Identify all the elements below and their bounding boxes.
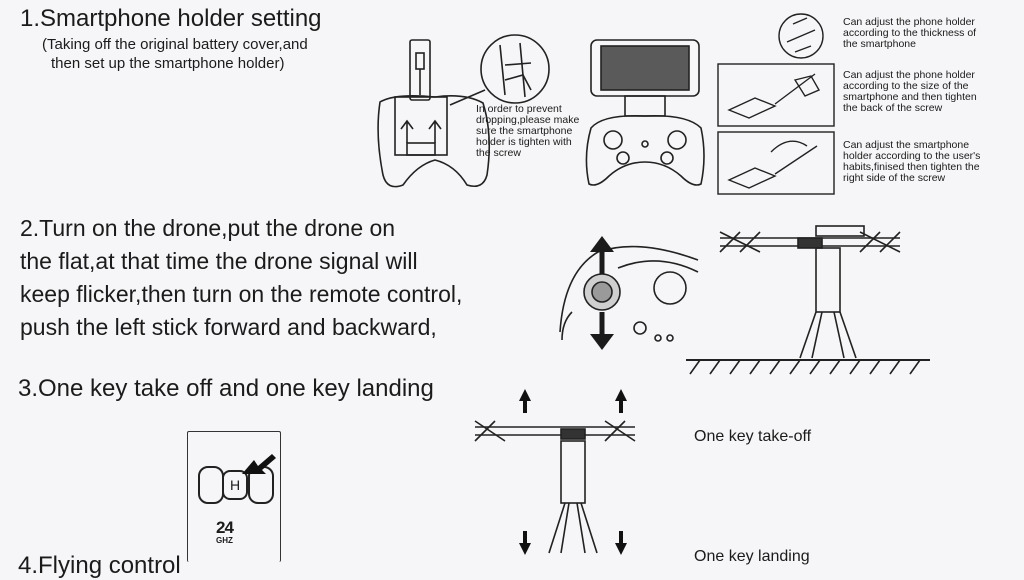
band-unit: GHZ — [216, 536, 233, 545]
section2-line: push the left stick forward and backward… — [20, 314, 437, 340]
section1-subtitle-line1: (Taking off the original battery cover,a… — [42, 36, 308, 53]
callout-line: holder is tighten with — [476, 136, 572, 148]
section1-subtitle-line2: then set up the smartphone holder) — [51, 55, 285, 72]
holder-note-line: according to the size of the — [843, 80, 969, 92]
holder-note-line: smartphone and then tighten — [843, 91, 977, 103]
section2-line: 2.Turn on the drone,put the drone on — [20, 215, 396, 241]
holder-note-line: according to the thickness of — [843, 27, 977, 39]
band-number: 24 — [216, 518, 234, 537]
holder-note-2: Can adjust the phone holder according to… — [843, 70, 977, 114]
callout-line: the screw — [476, 147, 521, 159]
holder-note-line: Can adjust the phone holder — [843, 69, 975, 81]
holder-adjustment-details — [717, 13, 835, 195]
section2-line: the flat,at that time the drone signal w… — [20, 248, 418, 274]
drone-on-ground-illustration — [686, 225, 930, 375]
section1-heading: 1.Smartphone holder setting — [20, 5, 322, 32]
section2-text: 2.Turn on the drone,put the drone on the… — [20, 212, 462, 344]
controller-with-phone-illustration — [585, 39, 705, 186]
section4-heading: 4.Flying control — [18, 552, 181, 579]
h-button[interactable]: H — [222, 470, 248, 500]
holder-note-line: holder according to the user's — [843, 150, 981, 162]
holder-note-1: Can adjust the phone holder according to… — [843, 17, 976, 50]
holder-note-line: Can adjust the phone holder — [843, 16, 975, 28]
left-stick-illustration — [559, 236, 699, 350]
drone-takeoff-landing-illustration — [474, 389, 636, 555]
arrow-pointer-icon — [242, 454, 276, 474]
landing-label: One key landing — [694, 548, 810, 565]
takeoff-label: One key take-off — [694, 428, 812, 445]
holder-note-line: habits,finised then tighten the — [843, 161, 980, 173]
callout-text: In order to prevent dropping,please make… — [476, 104, 579, 159]
left-side-button — [198, 466, 224, 504]
holder-note-line: Can adjust the smartphone — [843, 139, 970, 151]
holder-note-line: the smartphone — [843, 38, 916, 50]
callout-line: dropping,please make — [476, 114, 580, 126]
section3-heading: 3.One key take off and one key landing — [18, 375, 434, 402]
section2-line: keep flicker,then turn on the remote con… — [20, 281, 463, 307]
callout-line: sure the smartphone — [476, 125, 573, 137]
holder-note-line: the back of the screw — [843, 102, 943, 114]
one-key-button-panel: H 24 GHZ — [187, 431, 281, 562]
controller-holder-illustration — [377, 34, 550, 188]
holder-note-3: Can adjust the smartphone holder accordi… — [843, 140, 980, 184]
callout-line: In order to prevent — [476, 103, 562, 115]
holder-note-line: right side of the screw — [843, 172, 946, 184]
